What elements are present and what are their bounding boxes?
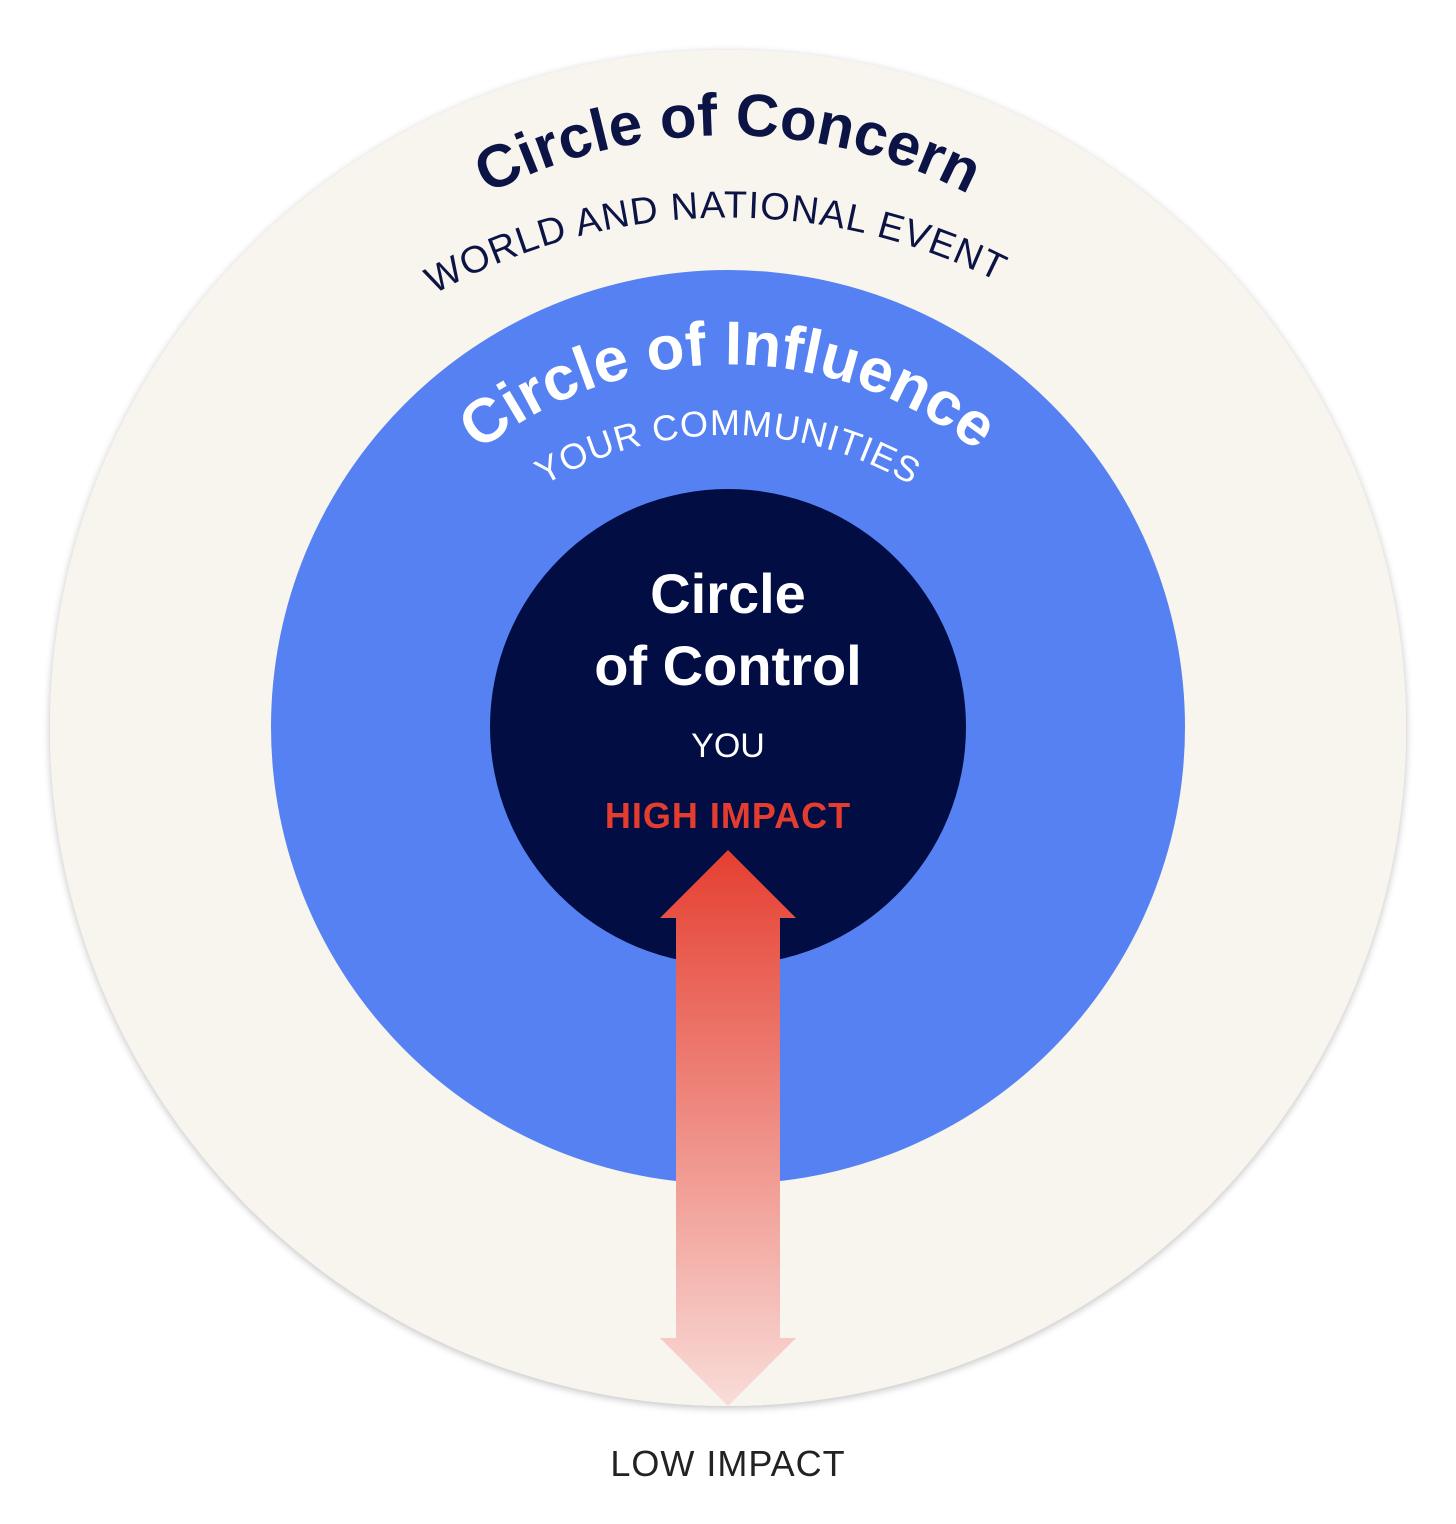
control-subtitle: YOU <box>691 727 765 765</box>
high-impact-label: HIGH IMPACT <box>604 795 852 836</box>
low-impact-label: LOW IMPACT <box>610 1443 846 1484</box>
circle-of-control <box>490 489 966 965</box>
impact-arrow <box>660 850 796 1406</box>
control-title-line2: of Control <box>594 634 862 697</box>
control-title-line1: Circle <box>650 562 806 625</box>
control-title: Circle of Control <box>490 558 966 702</box>
